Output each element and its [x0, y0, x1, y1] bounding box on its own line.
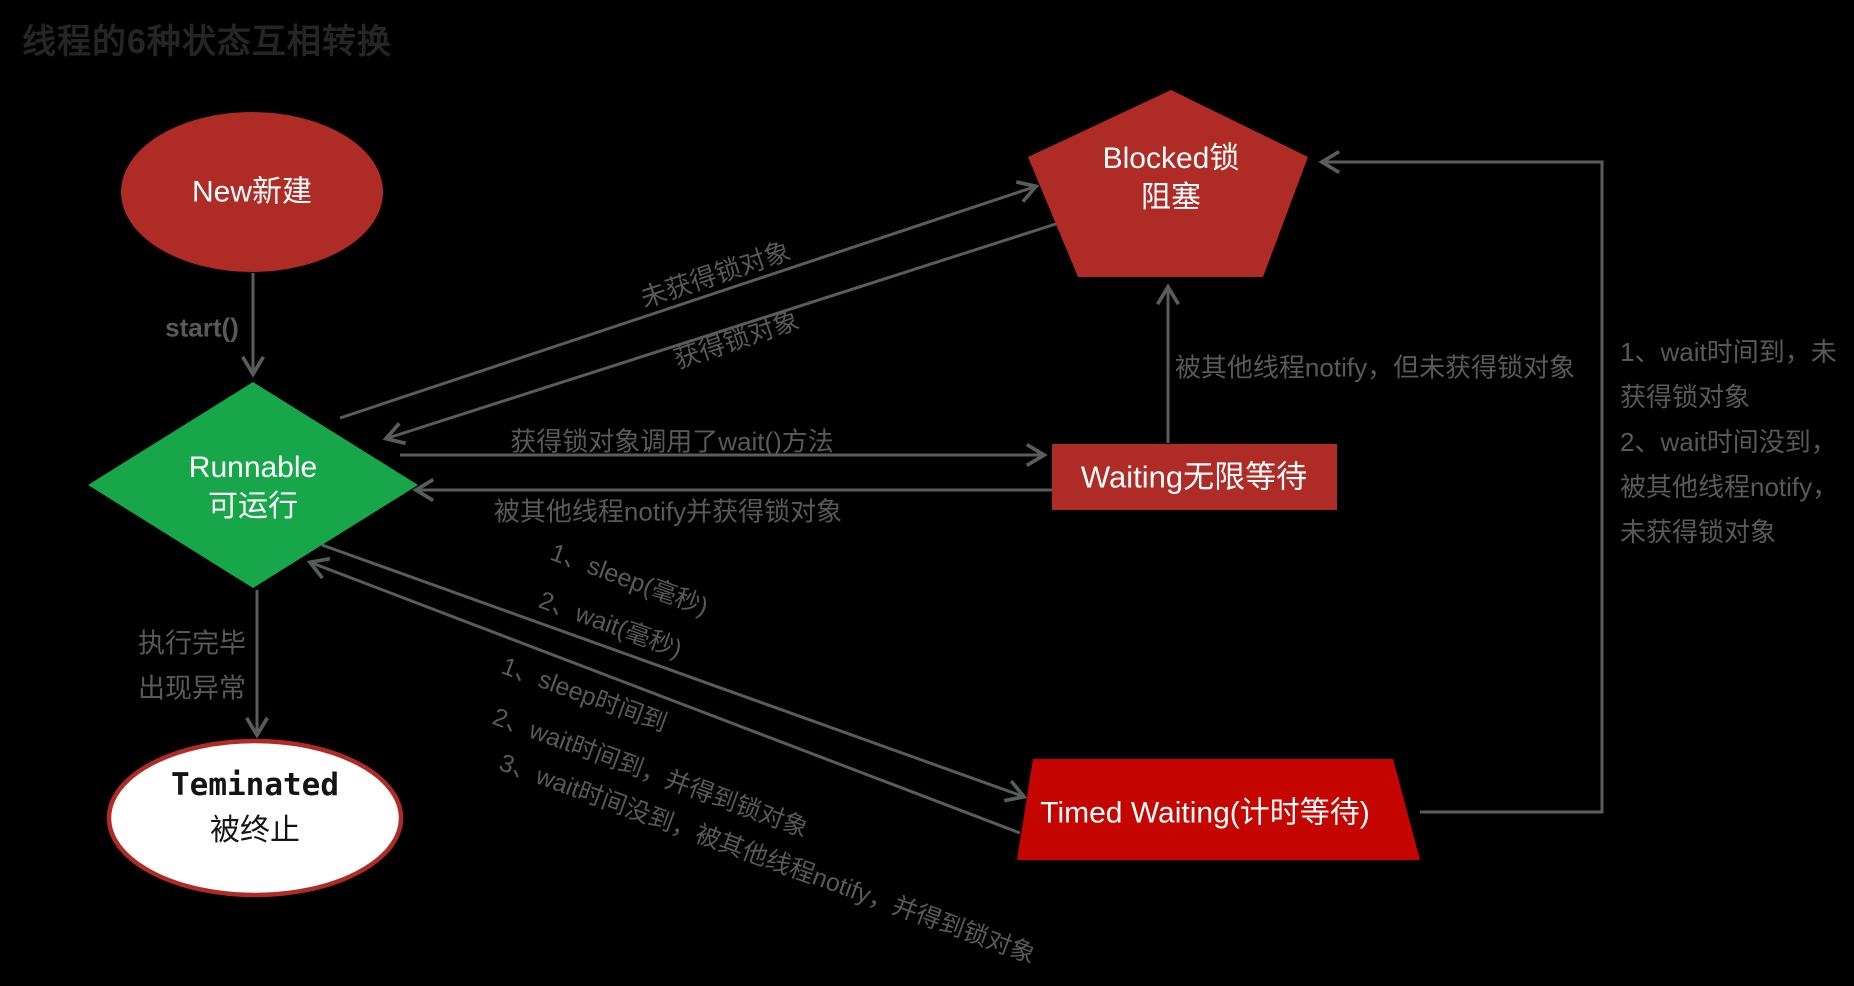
edge-timed-to-runnable: [306, 556, 1021, 835]
diagram-title: 线程的6种状态互相转换: [22, 23, 392, 61]
edge-label-runnable-to-waiting: 获得锁对象调用了wait()方法: [510, 426, 834, 457]
node-terminated-line1: Teminated: [171, 767, 339, 803]
node-runnable-line2: 可运行: [208, 490, 298, 523]
edge-label-runnable-to-terminated-2: 出现异常: [138, 673, 246, 704]
timed-to-blocked-line3: 2、wait时间没到，: [1620, 427, 1837, 457]
edge-label-waiting-to-runnable: 被其他线程notify并获得锁对象: [493, 496, 843, 527]
node-blocked-label: Blocked锁 阻塞: [1103, 139, 1240, 217]
node-new-ellipse: [121, 112, 383, 272]
node-timed-waiting-trapezoid: [1017, 759, 1420, 860]
node-timed-waiting-label: Timed Waiting(计时等待): [1040, 796, 1370, 830]
node-blocked-line1: Blocked锁: [1102, 142, 1240, 175]
node-waiting-rect: [1052, 444, 1337, 510]
edge-label-timed-to-blocked: 1、wait时间到，未 获得锁对象 2、wait时间没到， 被其他线程notif…: [1620, 330, 1838, 555]
edge-label-runnable-to-terminated-1: 执行完毕: [138, 628, 246, 659]
node-terminated-label: Teminated 被终止: [171, 763, 339, 853]
timed-to-blocked-line1: 1、wait时间到，未: [1620, 337, 1837, 367]
node-runnable-diamond: [88, 382, 418, 588]
edge-label-start: start(): [165, 312, 239, 343]
edge-runnable-to-blocked: [339, 180, 1040, 420]
node-runnable-label: Runnable 可运行: [189, 448, 317, 526]
node-waiting-label: Waiting无限等待: [1080, 459, 1308, 495]
edge-runnable-to-timed: [321, 543, 1028, 803]
node-blocked-line2: 阻塞: [1140, 181, 1201, 214]
edge-blocked-to-runnable: [382, 220, 1063, 446]
node-new-label: New新建: [191, 175, 313, 209]
timed-to-blocked-line4: 被其他线程notify，: [1620, 472, 1839, 502]
edge-label-waiting-to-blocked: 被其他线程notify，但未获得锁对象: [1174, 352, 1576, 383]
node-terminated-ellipse: [106, 738, 404, 898]
timed-to-blocked-line5: 未获得锁对象: [1620, 517, 1777, 547]
node-terminated-line2: 被终止: [209, 814, 300, 847]
node-runnable-line1: Runnable: [188, 451, 318, 484]
node-blocked-pentagon: [1028, 90, 1308, 277]
edge-timed-to-blocked: [1318, 150, 1604, 814]
timed-to-blocked-line2: 获得锁对象: [1620, 382, 1751, 412]
